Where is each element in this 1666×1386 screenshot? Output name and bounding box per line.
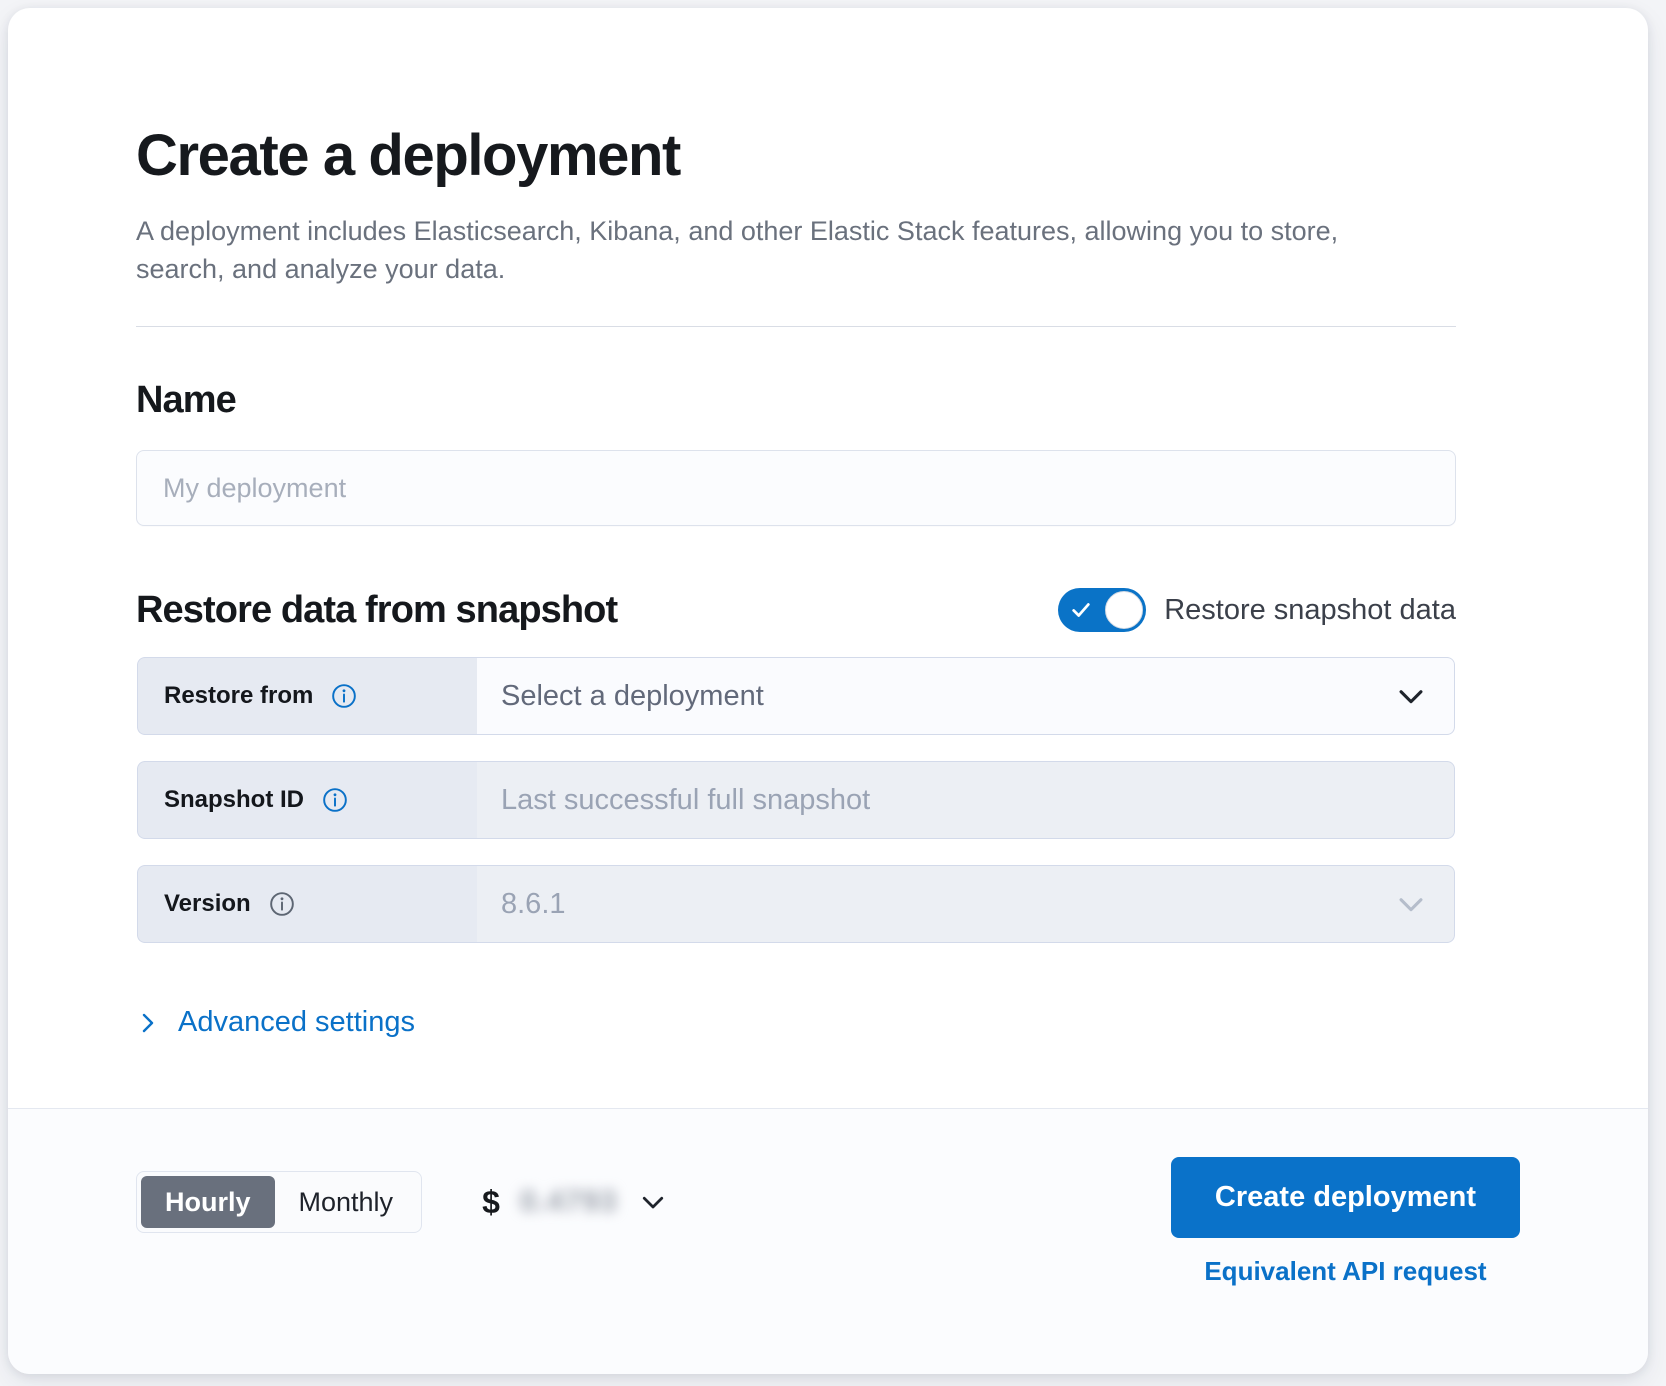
restore-section: Restore data from snapshot Restore snaps…	[136, 588, 1520, 1042]
restore-toggle-group[interactable]: Restore snapshot data	[1058, 588, 1456, 633]
info-circle-icon[interactable]	[322, 787, 348, 813]
billing-option-hourly[interactable]: Hourly	[141, 1176, 275, 1228]
advanced-settings-link[interactable]: Advanced settings	[136, 1006, 415, 1039]
page-description: A deployment includes Elasticsearch, Kib…	[136, 215, 1339, 284]
create-deployment-button[interactable]: Create deployment	[1170, 1157, 1520, 1238]
chevron-right-icon	[142, 1013, 154, 1033]
chevron-down-icon	[1399, 898, 1423, 912]
deployment-name-input[interactable]: My deployment	[136, 450, 1456, 527]
info-circle-icon[interactable]	[269, 891, 295, 917]
restore-snapshot-toggle[interactable]	[1058, 588, 1147, 633]
billing-option-monthly[interactable]: Monthly	[298, 1186, 394, 1217]
select-restore-from[interactable]: Select a deployment	[477, 657, 1455, 736]
footer-left-group: Hourly Monthly $ 0.4793	[136, 1171, 668, 1233]
field-row-snapshot-id: Snapshot ID Last successful full snapsho…	[136, 760, 1456, 840]
select-restore-from-value: Select a deployment	[501, 679, 764, 712]
card-body: Create a deployment A deployment include…	[8, 8, 1648, 1042]
footer-right-group: Create deployment Equivalent API request	[1170, 1157, 1520, 1287]
select-version-value: 8.6.1	[501, 887, 566, 920]
chevron-down-icon[interactable]	[638, 1187, 668, 1217]
currency-symbol: $	[482, 1183, 500, 1220]
field-row-version: Version 8.6.1	[136, 864, 1456, 944]
label-restore-from: Restore from	[137, 657, 477, 736]
footer-bar: Hourly Monthly $ 0.4793 Create deploymen…	[8, 1108, 1648, 1374]
info-circle-icon[interactable]	[331, 683, 357, 709]
price-amount-redacted: 0.4793	[519, 1185, 618, 1218]
page-title: Create a deployment	[136, 123, 681, 188]
label-version-text: Version	[164, 890, 251, 918]
name-heading: Name	[136, 379, 237, 422]
label-version: Version	[137, 865, 477, 944]
name-section: Name My deployment	[136, 379, 1520, 527]
select-version[interactable]: 8.6.1	[477, 865, 1455, 944]
chevron-down-icon	[1399, 690, 1423, 704]
label-snapshot-id: Snapshot ID	[137, 761, 477, 840]
check-icon	[1072, 603, 1090, 618]
label-snapshot-id-text: Snapshot ID	[164, 786, 305, 814]
advanced-settings-label: Advanced settings	[178, 1006, 415, 1039]
restore-heading: Restore data from snapshot	[136, 588, 618, 631]
restore-toggle-label: Restore snapshot data	[1164, 593, 1456, 626]
toggle-knob	[1105, 591, 1144, 630]
deployment-name-placeholder: My deployment	[163, 472, 347, 503]
input-snapshot-id-value: Last successful full snapshot	[501, 783, 871, 816]
label-restore-from-text: Restore from	[164, 682, 314, 710]
restore-header-row: Restore data from snapshot Restore snaps…	[136, 588, 1456, 633]
equivalent-api-request-link[interactable]: Equivalent API request	[1204, 1256, 1487, 1286]
header-divider	[136, 326, 1456, 328]
create-deployment-card: Create a deployment A deployment include…	[8, 8, 1648, 1374]
price-display[interactable]: $ 0.4793	[482, 1184, 668, 1221]
billing-period-segmented-control[interactable]: Hourly Monthly	[136, 1171, 423, 1233]
field-row-restore-from: Restore from Select a deployment	[136, 656, 1456, 736]
input-snapshot-id[interactable]: Last successful full snapshot	[477, 761, 1455, 840]
